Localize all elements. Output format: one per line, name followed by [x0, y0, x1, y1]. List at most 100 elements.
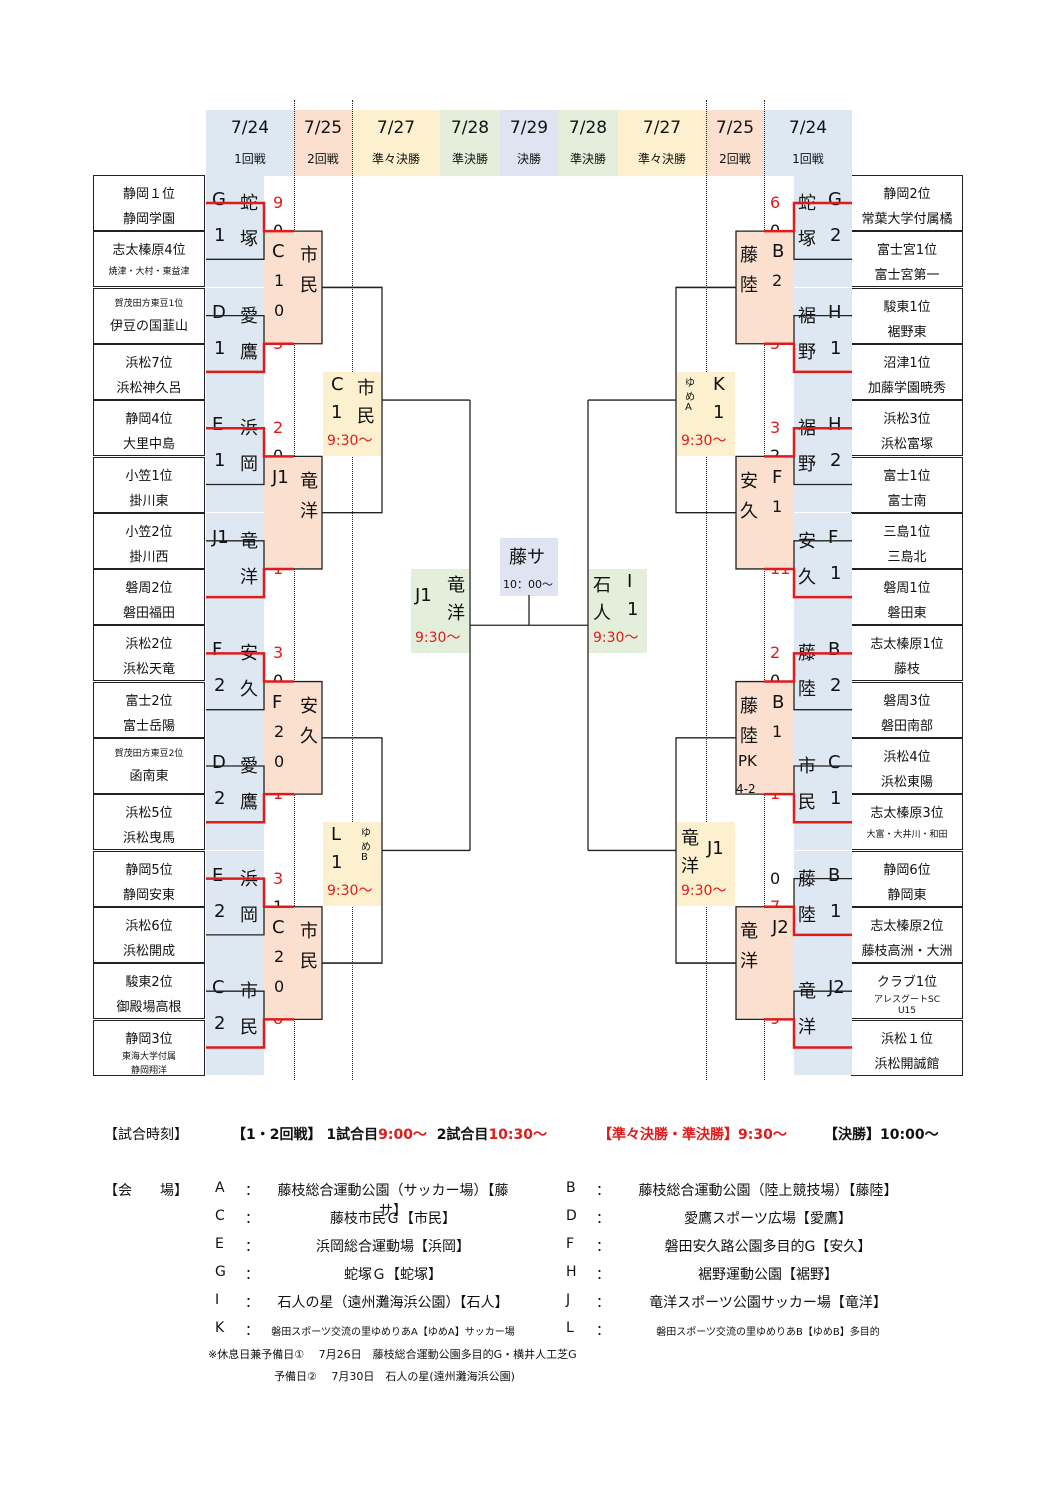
team-name: 御殿場高根: [116, 1000, 182, 1016]
team-seed: 富士宮1位: [876, 243, 938, 259]
venue-key: C: [215, 1208, 225, 1224]
venue-char: 藤: [740, 695, 758, 717]
bracket-line: [206, 202, 265, 260]
header-round: 準々決勝: [637, 152, 686, 166]
venue-key: J: [566, 1292, 571, 1308]
bracket-line: [206, 877, 294, 908]
header-round: 2回戦: [307, 152, 339, 166]
venue-code: J1: [707, 838, 724, 860]
venue-key: I: [215, 1292, 220, 1308]
bracket-line: [322, 737, 383, 964]
header-date: 7/29: [509, 118, 549, 138]
team-seed: 志太榛原4位: [112, 243, 186, 259]
venue-key: K: [215, 1320, 225, 1336]
venue-code: B: [772, 691, 785, 713]
score: 1: [274, 271, 285, 291]
bracket-line: [206, 426, 294, 458]
team-right: 富士宮1位富士宮第一: [851, 231, 963, 288]
match-box-qf: [323, 822, 381, 907]
match-box-final: [500, 538, 558, 596]
venue-code: B: [828, 639, 841, 661]
header-col-qf-left: [352, 110, 440, 176]
team-name: 浜松東陽: [880, 775, 933, 790]
match-box-r1: [794, 287, 852, 400]
venue-key: H: [566, 1264, 577, 1280]
team-left: 駿東2位御殿場高根: [93, 963, 205, 1020]
team-right: 富士1位富士南: [851, 456, 963, 513]
venue-name: 藤枝市民Ｇ【市民】: [330, 1211, 456, 1227]
team-right: 志太榛原2位藤枝高洲・大洲: [851, 906, 963, 963]
team-name: 浜松富塚: [880, 437, 933, 453]
bracket-line: [764, 652, 852, 683]
venue-name: 磐田スポーツ交流の里ゆめりあB【ゆめB】多目的: [656, 1327, 880, 1338]
venue-code: H: [828, 414, 842, 436]
times-label: 【試合時刻】: [104, 1127, 188, 1143]
team-name: 富士岳陽: [122, 718, 175, 734]
match-box-r1: [794, 400, 852, 513]
header-date: 7/27: [642, 118, 682, 138]
venue-char: 民: [240, 1017, 258, 1039]
venue-char: 洋: [681, 856, 699, 878]
team-right: 磐周1位磐田東: [851, 569, 963, 626]
venue-key: F: [566, 1236, 575, 1252]
venue-char: 人: [593, 603, 611, 625]
team-left: 賀茂田方東豆2位函南東: [93, 738, 205, 794]
final-venue: 藤サ: [509, 547, 545, 568]
venue-num: 1: [627, 599, 639, 621]
bracket-line: [764, 426, 852, 458]
header-date: 7/24: [788, 118, 828, 138]
final-time: 10：00～: [503, 578, 553, 591]
team-seed: 賀茂田方東豆2位: [114, 749, 184, 759]
team-left: 小笠1位掛川東: [93, 456, 205, 513]
bracket-line: [206, 792, 294, 824]
bracket-line: [793, 427, 852, 486]
header-round: 2回戦: [719, 152, 751, 166]
match-box-r2: [264, 681, 322, 795]
venue-code: E: [212, 414, 224, 436]
header-round: 1回戦: [234, 152, 266, 166]
team-left: 静岡5位静岡安東: [93, 850, 205, 907]
team-name: 浜松開成: [122, 943, 175, 959]
header-round: 1回戦: [792, 152, 824, 166]
team-seed: 浜松2位: [125, 637, 173, 653]
venue-code: G: [828, 189, 842, 210]
score: 9: [273, 193, 284, 212]
bracket-line: [206, 1018, 294, 1049]
divider: [764, 100, 765, 1080]
team-name: 藤枝高洲・大洲: [861, 943, 953, 959]
header-date: 7/27: [376, 118, 416, 138]
header-round: 準決勝: [569, 152, 606, 166]
venue-char: 市: [300, 245, 318, 267]
venue-code: F: [272, 691, 283, 713]
venue-colon: ：: [245, 1211, 259, 1227]
match-box-r1: [794, 512, 852, 626]
bracket-line: [294, 906, 323, 1020]
match-box-r1: [206, 625, 264, 738]
venue-code: I: [627, 571, 633, 593]
header-col-final: [500, 110, 558, 176]
match-box-r1: [206, 175, 264, 288]
match-box-sf: [411, 569, 469, 654]
venue-char: め: [361, 842, 371, 854]
match-time: 9:30～: [327, 433, 373, 450]
bracket-line: [206, 567, 294, 599]
team-seed: 富士1位: [883, 468, 931, 484]
venue-num: 2: [830, 450, 842, 472]
score: 3: [273, 643, 284, 663]
team-name: 藤枝: [893, 662, 920, 678]
venue-code: H: [828, 301, 842, 323]
team-seed: 静岡2位: [883, 187, 931, 202]
score: 1: [772, 721, 783, 741]
match-time: 9:30～: [327, 883, 373, 900]
bracket-lines: [206, 201, 852, 1049]
venue-code: G: [212, 189, 226, 210]
bracket-line: [675, 286, 736, 514]
header-col-r1-left: [206, 110, 294, 176]
bracket-line: [793, 877, 852, 936]
team-name: 掛川東: [129, 493, 169, 509]
team-seed: 浜松5位: [125, 806, 173, 822]
score: 2: [274, 947, 285, 967]
venue-colon: ：: [596, 1239, 610, 1255]
venue-num: 2: [214, 788, 226, 809]
bracket-line: [206, 877, 265, 936]
